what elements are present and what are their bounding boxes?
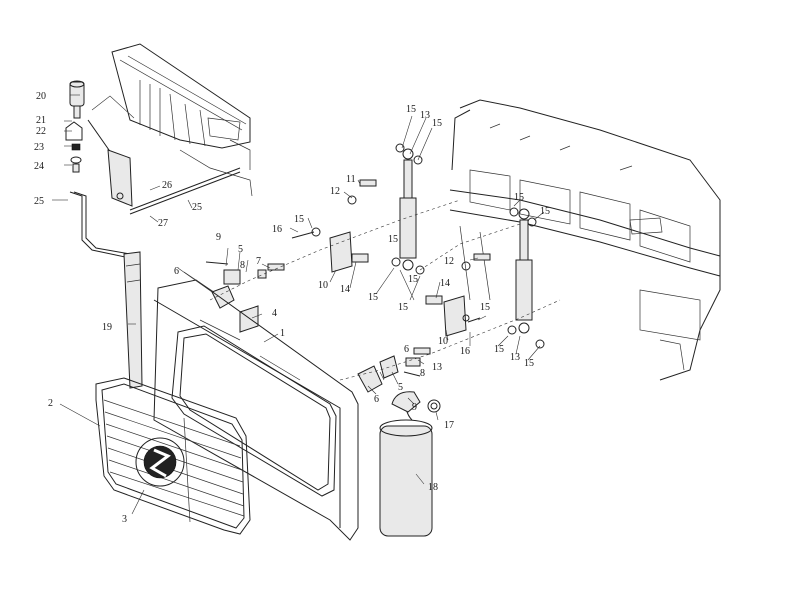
callout-labels: 20 21 22 23 24 25 26 27 25 15 13 15 11 1… <box>34 91 550 525</box>
callout-15j: 15 <box>524 358 534 369</box>
callout-24: 24 <box>34 161 44 172</box>
callout-20: 20 <box>36 91 46 102</box>
callout-6a: 6 <box>174 266 179 277</box>
callout-16b: 16 <box>460 346 470 357</box>
callout-18: 18 <box>428 482 438 493</box>
callout-15e: 15 <box>398 302 408 313</box>
callout-11: 11 <box>346 174 356 185</box>
callout-15c: 15 <box>294 214 304 225</box>
callout-2: 2 <box>48 398 53 409</box>
callout-5a: 5 <box>238 244 243 255</box>
callout-3: 3 <box>122 514 127 525</box>
callout-15h: 15 <box>480 302 490 313</box>
callout-8a: 8 <box>240 260 245 271</box>
callout-9a: 9 <box>216 232 221 243</box>
callout-15b: 15 <box>432 118 442 129</box>
callout-5b: 5 <box>398 382 403 393</box>
callout-12a: 12 <box>330 186 340 197</box>
cab-corner-left <box>111 43 253 197</box>
callout-23: 23 <box>34 142 44 153</box>
callout-15a: 15 <box>406 104 416 115</box>
callout-13b: 13 <box>510 352 520 363</box>
hood-release-assembly <box>65 80 241 259</box>
callout-14b: 14 <box>440 278 450 289</box>
grille <box>95 377 251 535</box>
callout-17: 17 <box>444 420 454 431</box>
callout-15f: 15 <box>514 192 524 203</box>
callout-19: 19 <box>102 322 112 333</box>
trim-strip <box>123 251 143 389</box>
cab-front-right <box>449 99 721 381</box>
callout-13c: 13 <box>432 362 442 373</box>
leader-lines <box>52 94 545 515</box>
callout-8b: 8 <box>420 368 425 379</box>
callout-15k: 15 <box>388 234 398 245</box>
callout-12b: 12 <box>444 256 454 267</box>
assembly-lines <box>209 199 561 381</box>
callout-7: 7 <box>256 256 261 267</box>
callout-27: 27 <box>158 218 168 229</box>
hinge-brackets <box>205 179 491 413</box>
callout-1: 1 <box>280 328 285 339</box>
callout-9b: 9 <box>412 402 417 413</box>
callout-15g: 15 <box>540 206 550 217</box>
callout-4: 4 <box>272 308 277 319</box>
callout-15i: 15 <box>494 344 504 355</box>
gas-strut-left <box>391 143 425 275</box>
callout-15d: 15 <box>368 292 378 303</box>
callout-6c: 6 <box>374 394 379 405</box>
callout-16a: 16 <box>272 224 282 235</box>
callout-26: 26 <box>162 180 172 191</box>
callout-25b: 25 <box>192 202 202 213</box>
callout-25: 25 <box>34 196 44 207</box>
callout-6b: 6 <box>404 344 409 355</box>
callout-22: 22 <box>36 126 46 137</box>
callout-10a: 10 <box>318 280 328 291</box>
callout-14a: 14 <box>340 284 350 295</box>
cylinder <box>379 391 433 537</box>
callout-21: 21 <box>36 115 46 126</box>
callout-15l: 15 <box>408 274 418 285</box>
callout-13a: 13 <box>420 110 430 121</box>
callout-10b: 10 <box>438 336 448 347</box>
gas-strut-right <box>507 207 545 349</box>
